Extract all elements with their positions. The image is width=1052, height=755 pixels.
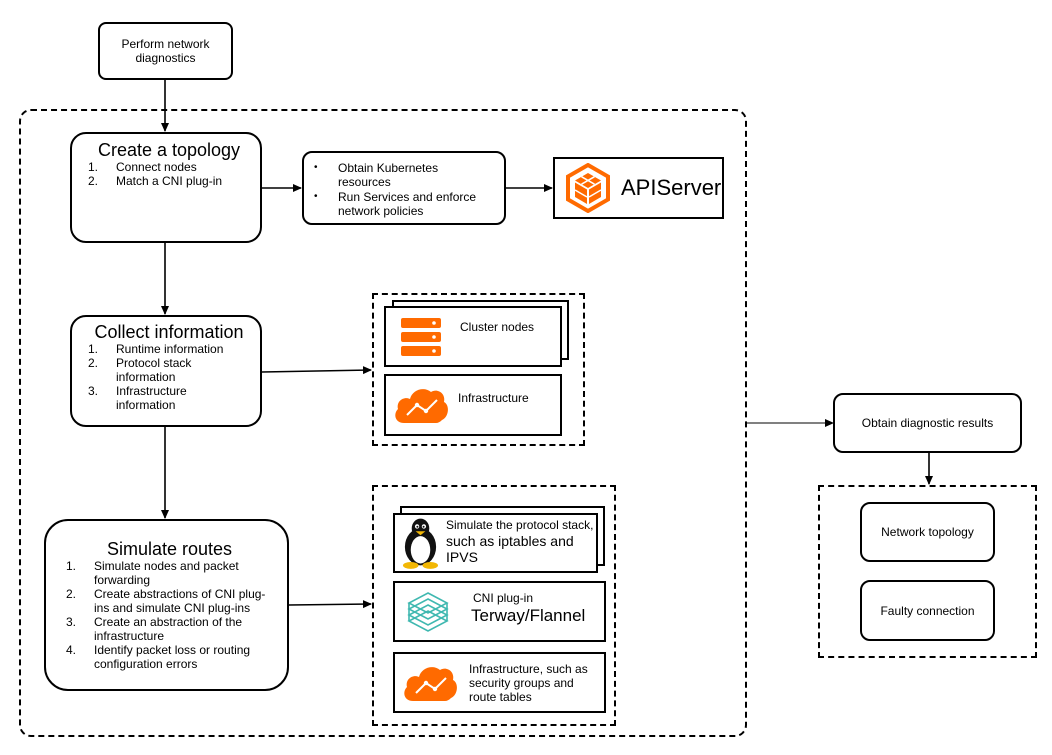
results-group [818,485,1037,658]
infrastructure-label: Infrastructure [458,391,529,405]
collect-step: Collect information 1.Runtime informatio… [70,315,262,427]
protocol-stack-card: Simulate the protocol stack, such as ipt… [393,513,598,573]
simulate-step-list: 1.Simulate nodes and packet forwarding 2… [66,559,273,671]
penguin-icon [402,518,439,569]
simulate-step-item: 3.Create an abstraction of the infrastru… [66,615,243,643]
collect-step-list: 1.Runtime information 2.Protocol stack i… [88,342,250,412]
simulate-step: Simulate routes 1.Simulate nodes and pac… [44,519,289,691]
server-stack-icon [401,318,441,356]
cluster-nodes-label: Cluster nodes [460,320,535,334]
simulate-step-item: 4.Identify packet loss or routing config… [66,643,251,671]
collect-targets-group [372,293,585,446]
sim-infrastructure-card: Infrastructure, such as security groups … [393,652,606,713]
results-label: Obtain diagnostic results [861,416,994,430]
simulate-step-item: 2.Create abstractions of CNI plug-ins an… [66,587,266,615]
cni-plugin-line2: Terway/Flannel [471,606,586,625]
topology-step-list: 1.Connect nodes 2.Match a CNI plug-in [88,160,250,188]
collect-title: Collect information [94,322,244,342]
k8s-resource-item: •Obtain Kubernetes resources [314,161,439,189]
result-item-network-topology: Network topology [860,502,995,562]
topology-step-item: 2.Match a CNI plug-in [88,174,223,188]
k8s-resource-list: •Obtain Kubernetes resources •Run Servic… [314,161,494,218]
simulate-title: Simulate routes [106,539,233,559]
diagnosis-process-container [19,109,747,737]
cni-plugin-line1: CNI plug-in [473,591,534,605]
simulate-step-item: 1.Simulate nodes and packet forwarding [66,559,239,587]
stacked-layers-icon [407,591,449,632]
protocol-stack-line1: Simulate the protocol stack, [446,517,594,532]
result-item-faulty-connection: Faulty connection [860,580,995,641]
collect-step-item: 1.Runtime information [88,342,224,356]
start-node: Perform network diagnostics [98,22,233,80]
result-item-label: Network topology [881,525,974,539]
topology-title: Create a topology [97,140,241,160]
start-label: Perform network diagnostics [121,37,210,65]
simulate-targets-group [372,485,616,726]
cni-plugin-card: CNI plug-in Terway/Flannel [393,581,606,642]
cluster-nodes-card: Cluster nodes [384,306,562,367]
arrow-collect-to-targets [261,366,372,375]
apiserver-label: APIServer [621,175,722,200]
result-item-label: Faulty connection [880,603,975,618]
results-node: Obtain diagnostic results [833,393,1022,453]
k8s-resource-item: •Run Services and enforce network polici… [314,190,477,218]
cloud-icon [404,666,457,701]
topology-step-item: 1.Connect nodes [88,160,197,174]
cloud-icon [395,389,448,423]
apiserver-node: APIServer [553,157,724,219]
k8s-resources-box: •Obtain Kubernetes resources •Run Servic… [302,151,506,225]
infrastructure-card: Infrastructure [384,374,562,436]
collect-step-item: 2.Protocol stack information [88,356,192,384]
protocol-stack-line2: such as iptables and IPVS [446,532,574,565]
collect-step-item: 3.Infrastructure information [88,384,187,412]
sim-infrastructure-label: Infrastructure, such as security groups … [469,661,588,704]
arrow-simulate-to-targets [288,600,372,609]
topology-step: Create a topology 1.Connect nodes 2.Matc… [70,132,262,243]
cube-hexagon-icon [566,163,610,213]
